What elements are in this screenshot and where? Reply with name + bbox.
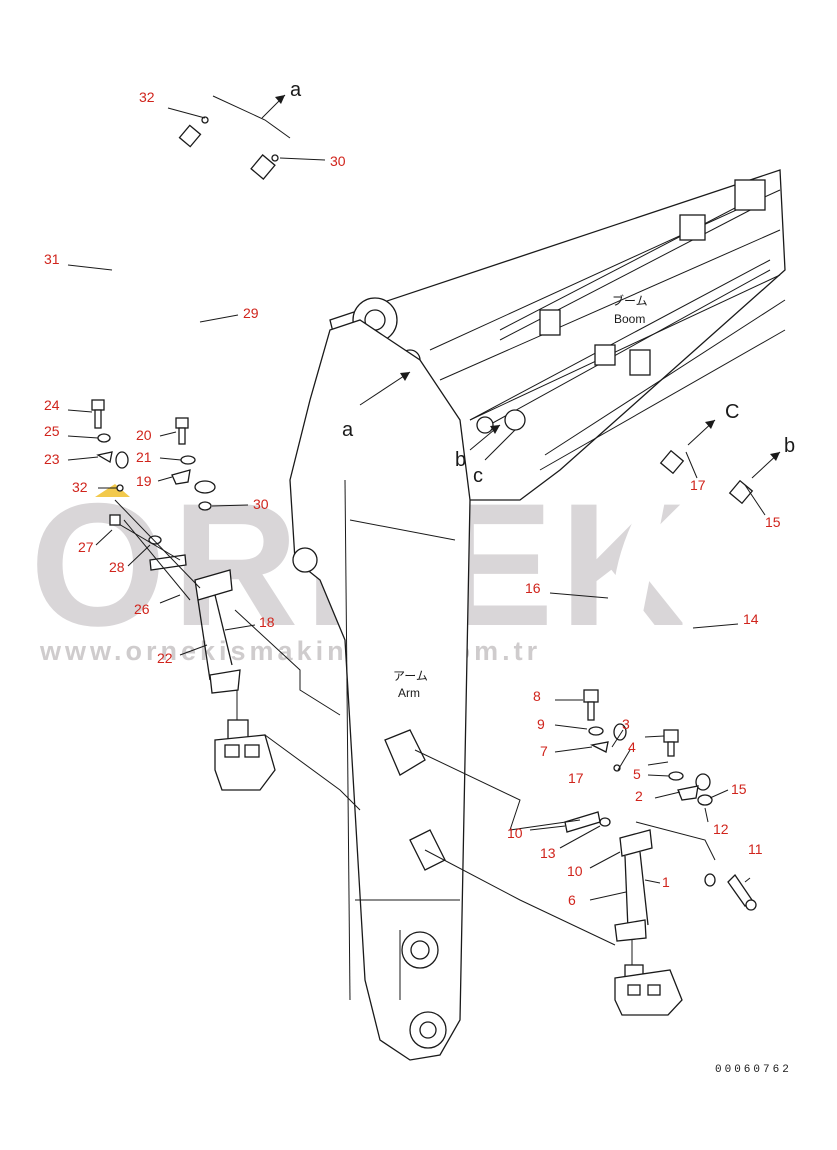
callout-25: 25 xyxy=(44,423,60,439)
callout-26: 26 xyxy=(134,601,150,617)
callout-6: 6 xyxy=(568,892,576,908)
arm-drawing: アーム Arm xyxy=(289,319,471,1061)
right-fasteners xyxy=(564,689,757,911)
callout-16: 16 xyxy=(525,580,541,596)
callout-23: 23 xyxy=(44,451,60,467)
callout-28: 28 xyxy=(109,559,125,575)
callout-1: 1 xyxy=(662,874,670,890)
callout-2: 2 xyxy=(635,788,643,804)
boom-label-en: Boom xyxy=(614,312,645,326)
callout-4: 4 xyxy=(628,739,636,755)
callout-12: 12 xyxy=(713,821,729,837)
arm-label-jp: アーム xyxy=(393,669,428,683)
callouts: 32 30 31 29 24 25 23 32 20 21 19 30 27 2… xyxy=(44,89,781,908)
callout-30-bottom: 30 xyxy=(253,496,269,512)
callout-24: 24 xyxy=(44,397,60,413)
callout-13: 13 xyxy=(540,845,556,861)
callout-17-top: 17 xyxy=(690,477,706,493)
callout-29: 29 xyxy=(243,305,259,321)
ref-c-upper: C xyxy=(725,401,739,423)
document-number: 00060762 xyxy=(715,1064,792,1076)
callout-5: 5 xyxy=(633,766,641,782)
guide-lines xyxy=(114,95,716,946)
reference-markers: a b c a C b xyxy=(261,79,795,487)
callout-9: 9 xyxy=(537,716,545,732)
callout-3: 3 xyxy=(622,716,630,732)
callout-30-top: 30 xyxy=(330,153,346,169)
callout-22: 22 xyxy=(157,650,173,666)
right-tube-assembly xyxy=(614,829,683,1016)
callout-10-right: 10 xyxy=(567,863,583,879)
callout-leaders xyxy=(67,107,766,901)
callout-32-bottom: 32 xyxy=(72,479,88,495)
callout-11: 11 xyxy=(748,841,763,857)
callout-18: 18 xyxy=(259,614,275,630)
callout-14: 14 xyxy=(743,611,759,627)
callout-10-left: 10 xyxy=(507,825,523,841)
callout-19: 19 xyxy=(136,473,152,489)
callout-17-bottom: 17 xyxy=(568,770,584,786)
left-fasteners xyxy=(91,399,212,511)
callout-7: 7 xyxy=(540,743,548,759)
callout-15-bottom: 15 xyxy=(731,781,747,797)
callout-20: 20 xyxy=(136,427,152,443)
ref-c-lower: c xyxy=(473,465,483,487)
arm-label-en: Arm xyxy=(398,686,420,700)
boom-label-jp: ブーム xyxy=(612,293,648,308)
callout-27: 27 xyxy=(78,539,94,555)
ref-a-lower: a xyxy=(342,419,354,441)
callout-15-top: 15 xyxy=(765,514,781,530)
callout-8: 8 xyxy=(533,688,541,704)
ref-a-upper: a xyxy=(290,79,302,101)
ref-b-lower: b xyxy=(455,449,466,471)
right-hose-assembly xyxy=(612,449,754,791)
left-hose-assembly xyxy=(112,116,279,494)
callout-32-top: 32 xyxy=(139,89,155,105)
ref-b-upper: b xyxy=(784,435,795,457)
watermark-accent-icon xyxy=(95,484,130,497)
left-tube-assembly xyxy=(109,514,276,791)
callout-31: 31 xyxy=(44,251,60,267)
callout-21: 21 xyxy=(136,449,152,465)
